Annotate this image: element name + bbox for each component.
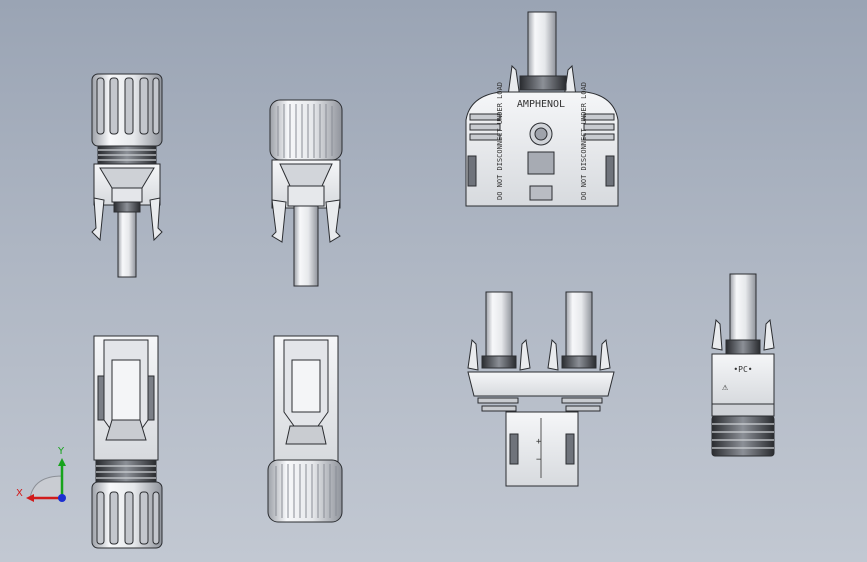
housing: [711, 353, 775, 405]
side-windows: [509, 433, 575, 465]
nut-knurl-lines: [275, 464, 337, 518]
triangle-mark: ⚠: [722, 382, 729, 393]
knurled-nut: [267, 459, 343, 523]
x-axis-arrow: [26, 494, 34, 502]
housing-top-flange: [467, 371, 615, 397]
connector-section-view-bottom-center[interactable]: [267, 335, 343, 523]
latch-arm-left: [91, 197, 105, 242]
latch-arm-right: [325, 199, 341, 243]
branch-connector-top-view[interactable]: AMPHENOL DO NOT DISCONNECT UNDER LOAD DO…: [465, 11, 619, 207]
cable: [293, 205, 319, 287]
knurled-nut: [269, 99, 343, 161]
y-axis-arrow: [58, 458, 66, 466]
thread-section: [95, 459, 157, 483]
y-axis-label: Y: [57, 446, 65, 457]
warning-label-left: DO NOT DISCONNECT UNDER LOAD: [496, 82, 504, 200]
latch-arm-right: [149, 197, 163, 242]
polarity-plus: +: [536, 437, 542, 447]
cable: [527, 11, 557, 83]
housing-stem: [505, 411, 579, 487]
z-axis-origin: [58, 494, 66, 502]
thread-lines: [98, 149, 156, 161]
coordinate-triad: X Y: [16, 446, 66, 502]
x-axis-label: X: [16, 488, 23, 499]
triad-plane: [29, 475, 63, 499]
thread-section: [711, 415, 775, 457]
branch-connector-bottom-view[interactable]: + −: [467, 291, 615, 487]
cable: [729, 273, 757, 345]
brand-label: AMPHENOL: [517, 99, 565, 110]
cable-right: [565, 291, 593, 363]
connector-side-view-top-left[interactable]: [91, 73, 163, 278]
nut-ribs: [96, 491, 160, 545]
connector-side-view-top-center[interactable]: [269, 99, 343, 287]
cable: [117, 211, 137, 278]
connector-section-view-bottom-left[interactable]: [91, 335, 163, 549]
polarity-minus: −: [536, 455, 542, 465]
center-window: [527, 151, 555, 175]
housing: [465, 91, 619, 207]
side-mark: •PC•: [733, 365, 752, 374]
latch-windows: [97, 375, 155, 421]
warning-label-right: DO NOT DISCONNECT UNDER LOAD: [580, 82, 588, 200]
cable-left: [485, 291, 513, 363]
housing-fins: [477, 397, 603, 412]
connector-small-right[interactable]: •PC• ⚠: [711, 273, 775, 457]
nut-knurl-lines: [277, 104, 333, 158]
side-windows: [467, 155, 615, 187]
housing-fins: [469, 113, 615, 141]
latch-arm-left: [271, 199, 287, 243]
nut-ribs: [96, 77, 160, 135]
